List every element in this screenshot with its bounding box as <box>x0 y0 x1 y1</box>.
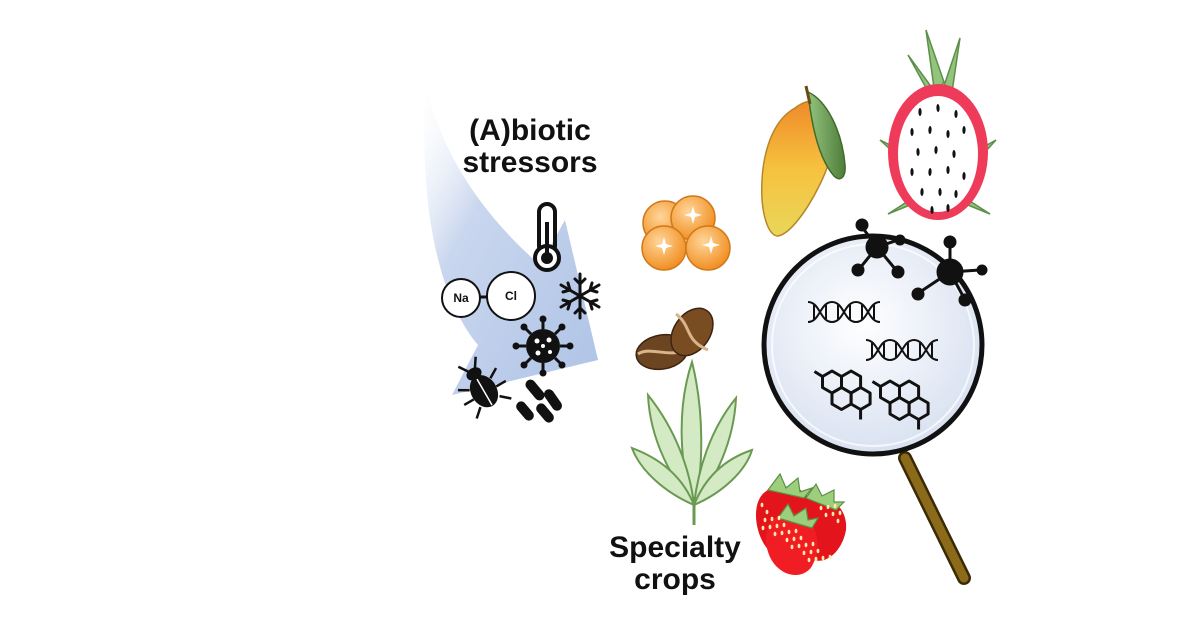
orange-berries-icon <box>641 195 731 271</box>
stressors-label-line2: stressors <box>462 146 598 180</box>
chlorine-label: Cl <box>505 289 517 303</box>
beetle-icon <box>457 356 512 419</box>
hemp-leaf-icon <box>630 358 754 525</box>
strawberry-icon <box>755 472 847 576</box>
crops-label-line1: Specialty <box>609 531 741 564</box>
thermometer-icon <box>533 202 561 272</box>
crops-label: Specialty crops <box>590 531 760 597</box>
salt-ion-icon: Na Cl <box>441 271 536 321</box>
stress-arrow-icon <box>424 85 598 395</box>
polycyclic-compound-icon <box>813 369 930 430</box>
mango-icon <box>761 85 846 237</box>
stressors-label-line1: (A)biotic <box>469 114 591 147</box>
bacteria-icon <box>516 379 563 423</box>
dna-icon <box>807 300 939 362</box>
molecule-icon <box>851 218 988 307</box>
sodium-label: Na <box>453 291 469 305</box>
crops-label-line2: crops <box>634 563 716 597</box>
snowflake-icon <box>559 272 601 320</box>
dragon-fruit-icon <box>879 29 997 220</box>
virus-icon <box>512 315 574 377</box>
coffee-beans-icon <box>635 307 714 371</box>
stressors-label: (A)biotic stressors <box>430 114 630 180</box>
